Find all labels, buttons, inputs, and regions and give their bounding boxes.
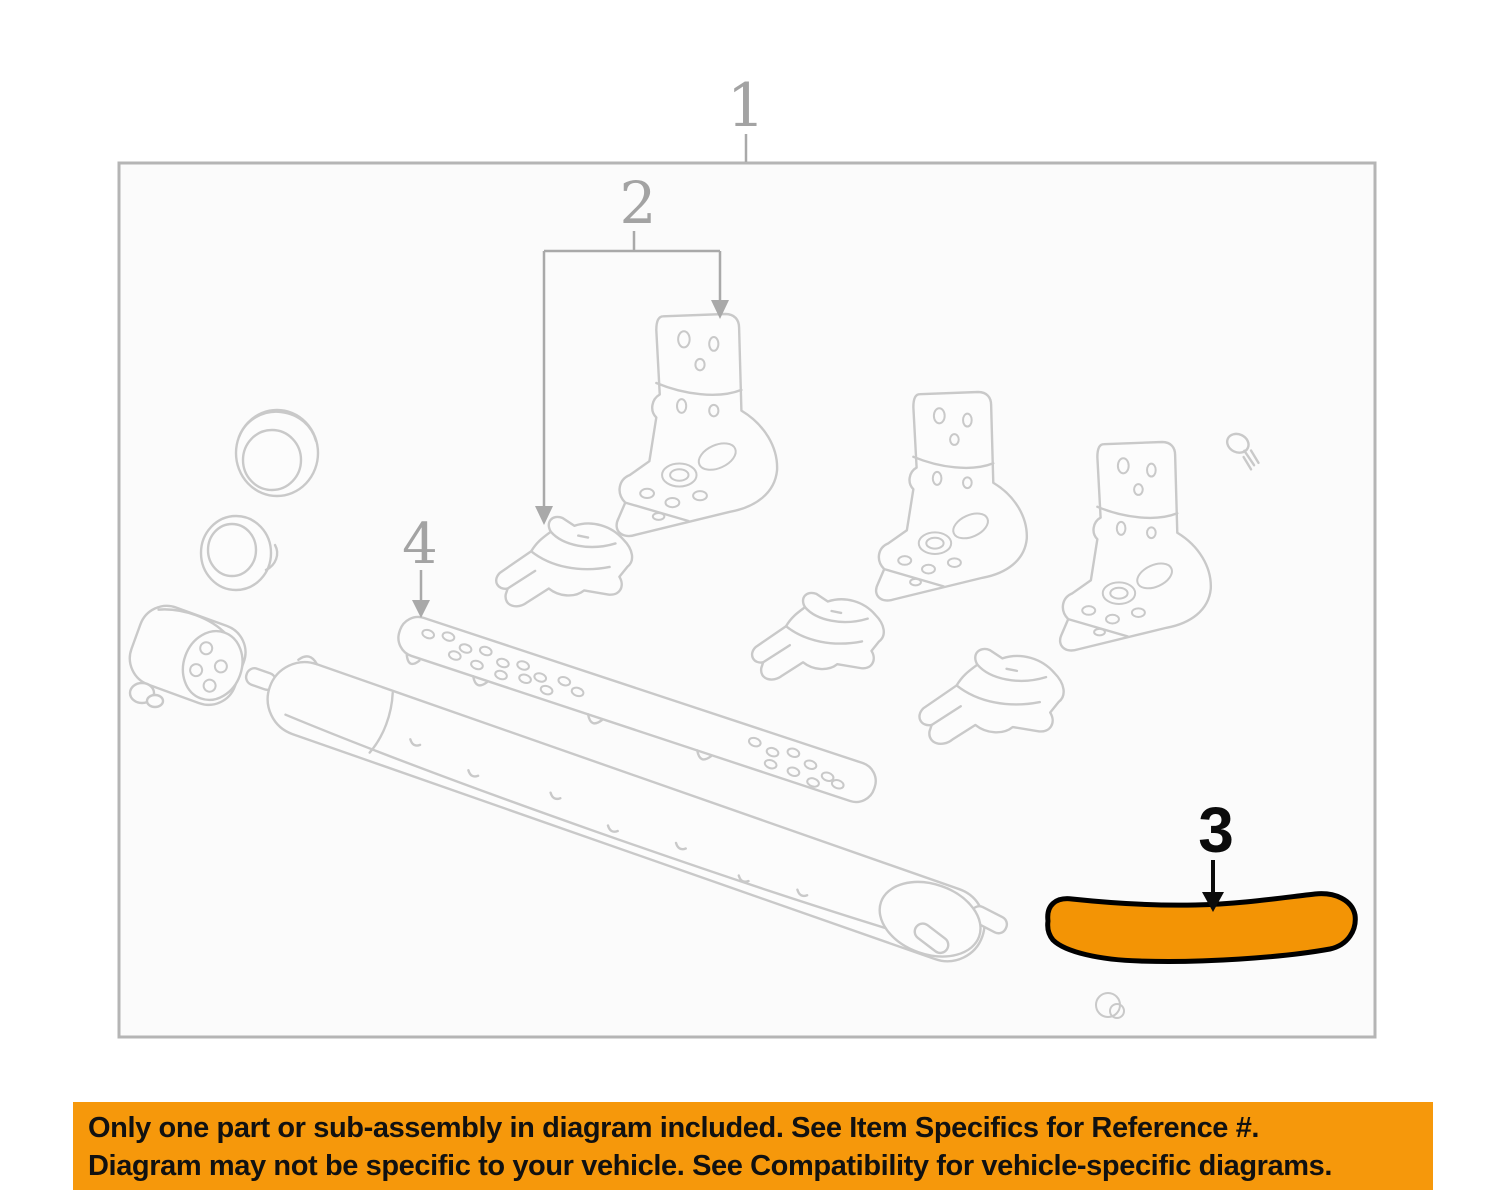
disclaimer-line-2: Diagram may not be specific to your vehi…	[88, 1150, 1333, 1182]
part-hex-screw	[1220, 430, 1266, 471]
disclaimer-line-1: Only one part or sub-assembly in diagram…	[88, 1112, 1260, 1144]
part-running-board-tube	[233, 639, 1016, 978]
part-step-pad-strip	[391, 612, 881, 814]
part-push-clip	[1096, 993, 1124, 1018]
callout-1: 1	[727, 71, 765, 162]
part-frame-bushing	[122, 598, 254, 713]
callout-2: 2	[535, 169, 729, 525]
callout-4: 4	[402, 512, 438, 618]
part-grommet-ring	[201, 516, 277, 590]
svg-text:3: 3	[1198, 794, 1234, 866]
disclaimer-banner: Only one part or sub-assembly in diagram…	[73, 1102, 1433, 1190]
callout-3: 3	[1198, 794, 1234, 912]
svg-text:2: 2	[620, 169, 657, 237]
part-end-cap	[236, 410, 318, 496]
part-mounting-bolt	[130, 683, 163, 707]
svg-text:1: 1	[727, 71, 765, 141]
part-step-pad-highlighted	[1045, 891, 1358, 964]
svg-text:4: 4	[402, 512, 438, 577]
